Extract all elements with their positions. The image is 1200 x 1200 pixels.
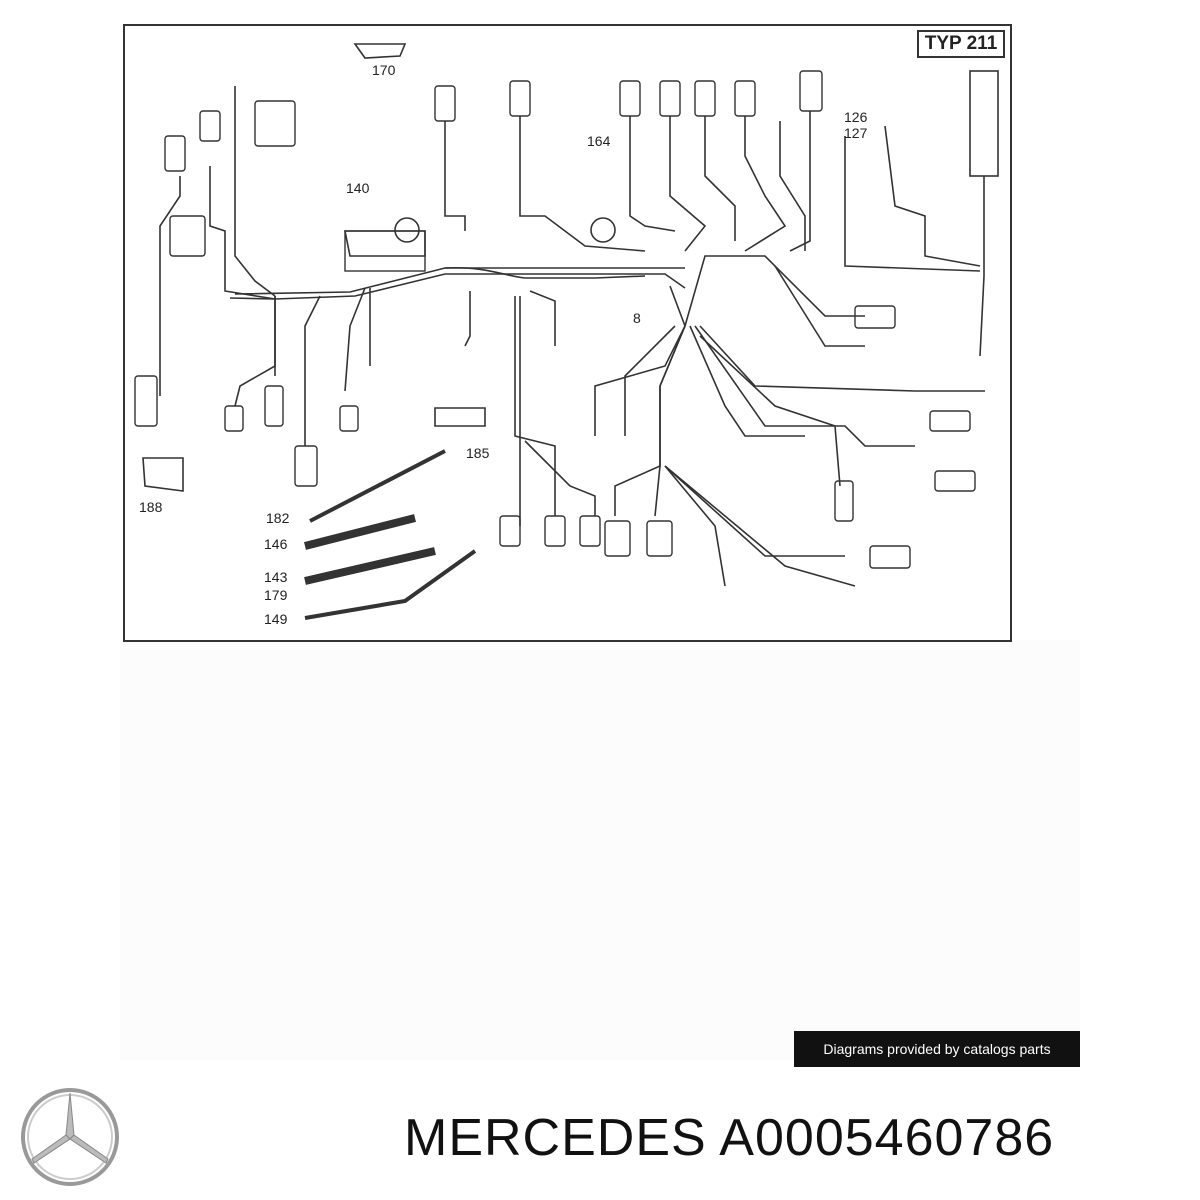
callout-127: 127: [844, 125, 868, 141]
callout-182: 182: [266, 510, 290, 526]
callout-164: 164: [587, 133, 611, 149]
part-title: MERCEDES A0005460786: [404, 1108, 1054, 1168]
callout-126: 126: [844, 109, 868, 125]
brand-name: MERCEDES: [404, 1109, 707, 1167]
callout-8: 8: [633, 310, 641, 326]
callout-146: 146: [264, 536, 288, 552]
part-number: A0005460786: [719, 1109, 1055, 1167]
callout-149: 149: [264, 611, 288, 627]
callout-170: 170: [372, 62, 396, 78]
callout-185: 185: [466, 445, 490, 461]
wiring-harness-drawing: [134, 43, 999, 620]
credit-banner: Diagrams provided by catalogs parts: [794, 1031, 1080, 1067]
callout-140: 140: [346, 180, 370, 196]
callout-188: 188: [139, 499, 163, 515]
diagram-background: [120, 640, 1080, 1060]
mercedes-star-icon: [21, 1088, 119, 1186]
wiring-diagram: TYP 211 170 164 140 126 127 8 185 188 18…: [123, 24, 1012, 642]
callout-143: 143: [264, 569, 288, 585]
callout-179: 179: [264, 587, 288, 603]
type-label: TYP 211: [917, 30, 1005, 58]
